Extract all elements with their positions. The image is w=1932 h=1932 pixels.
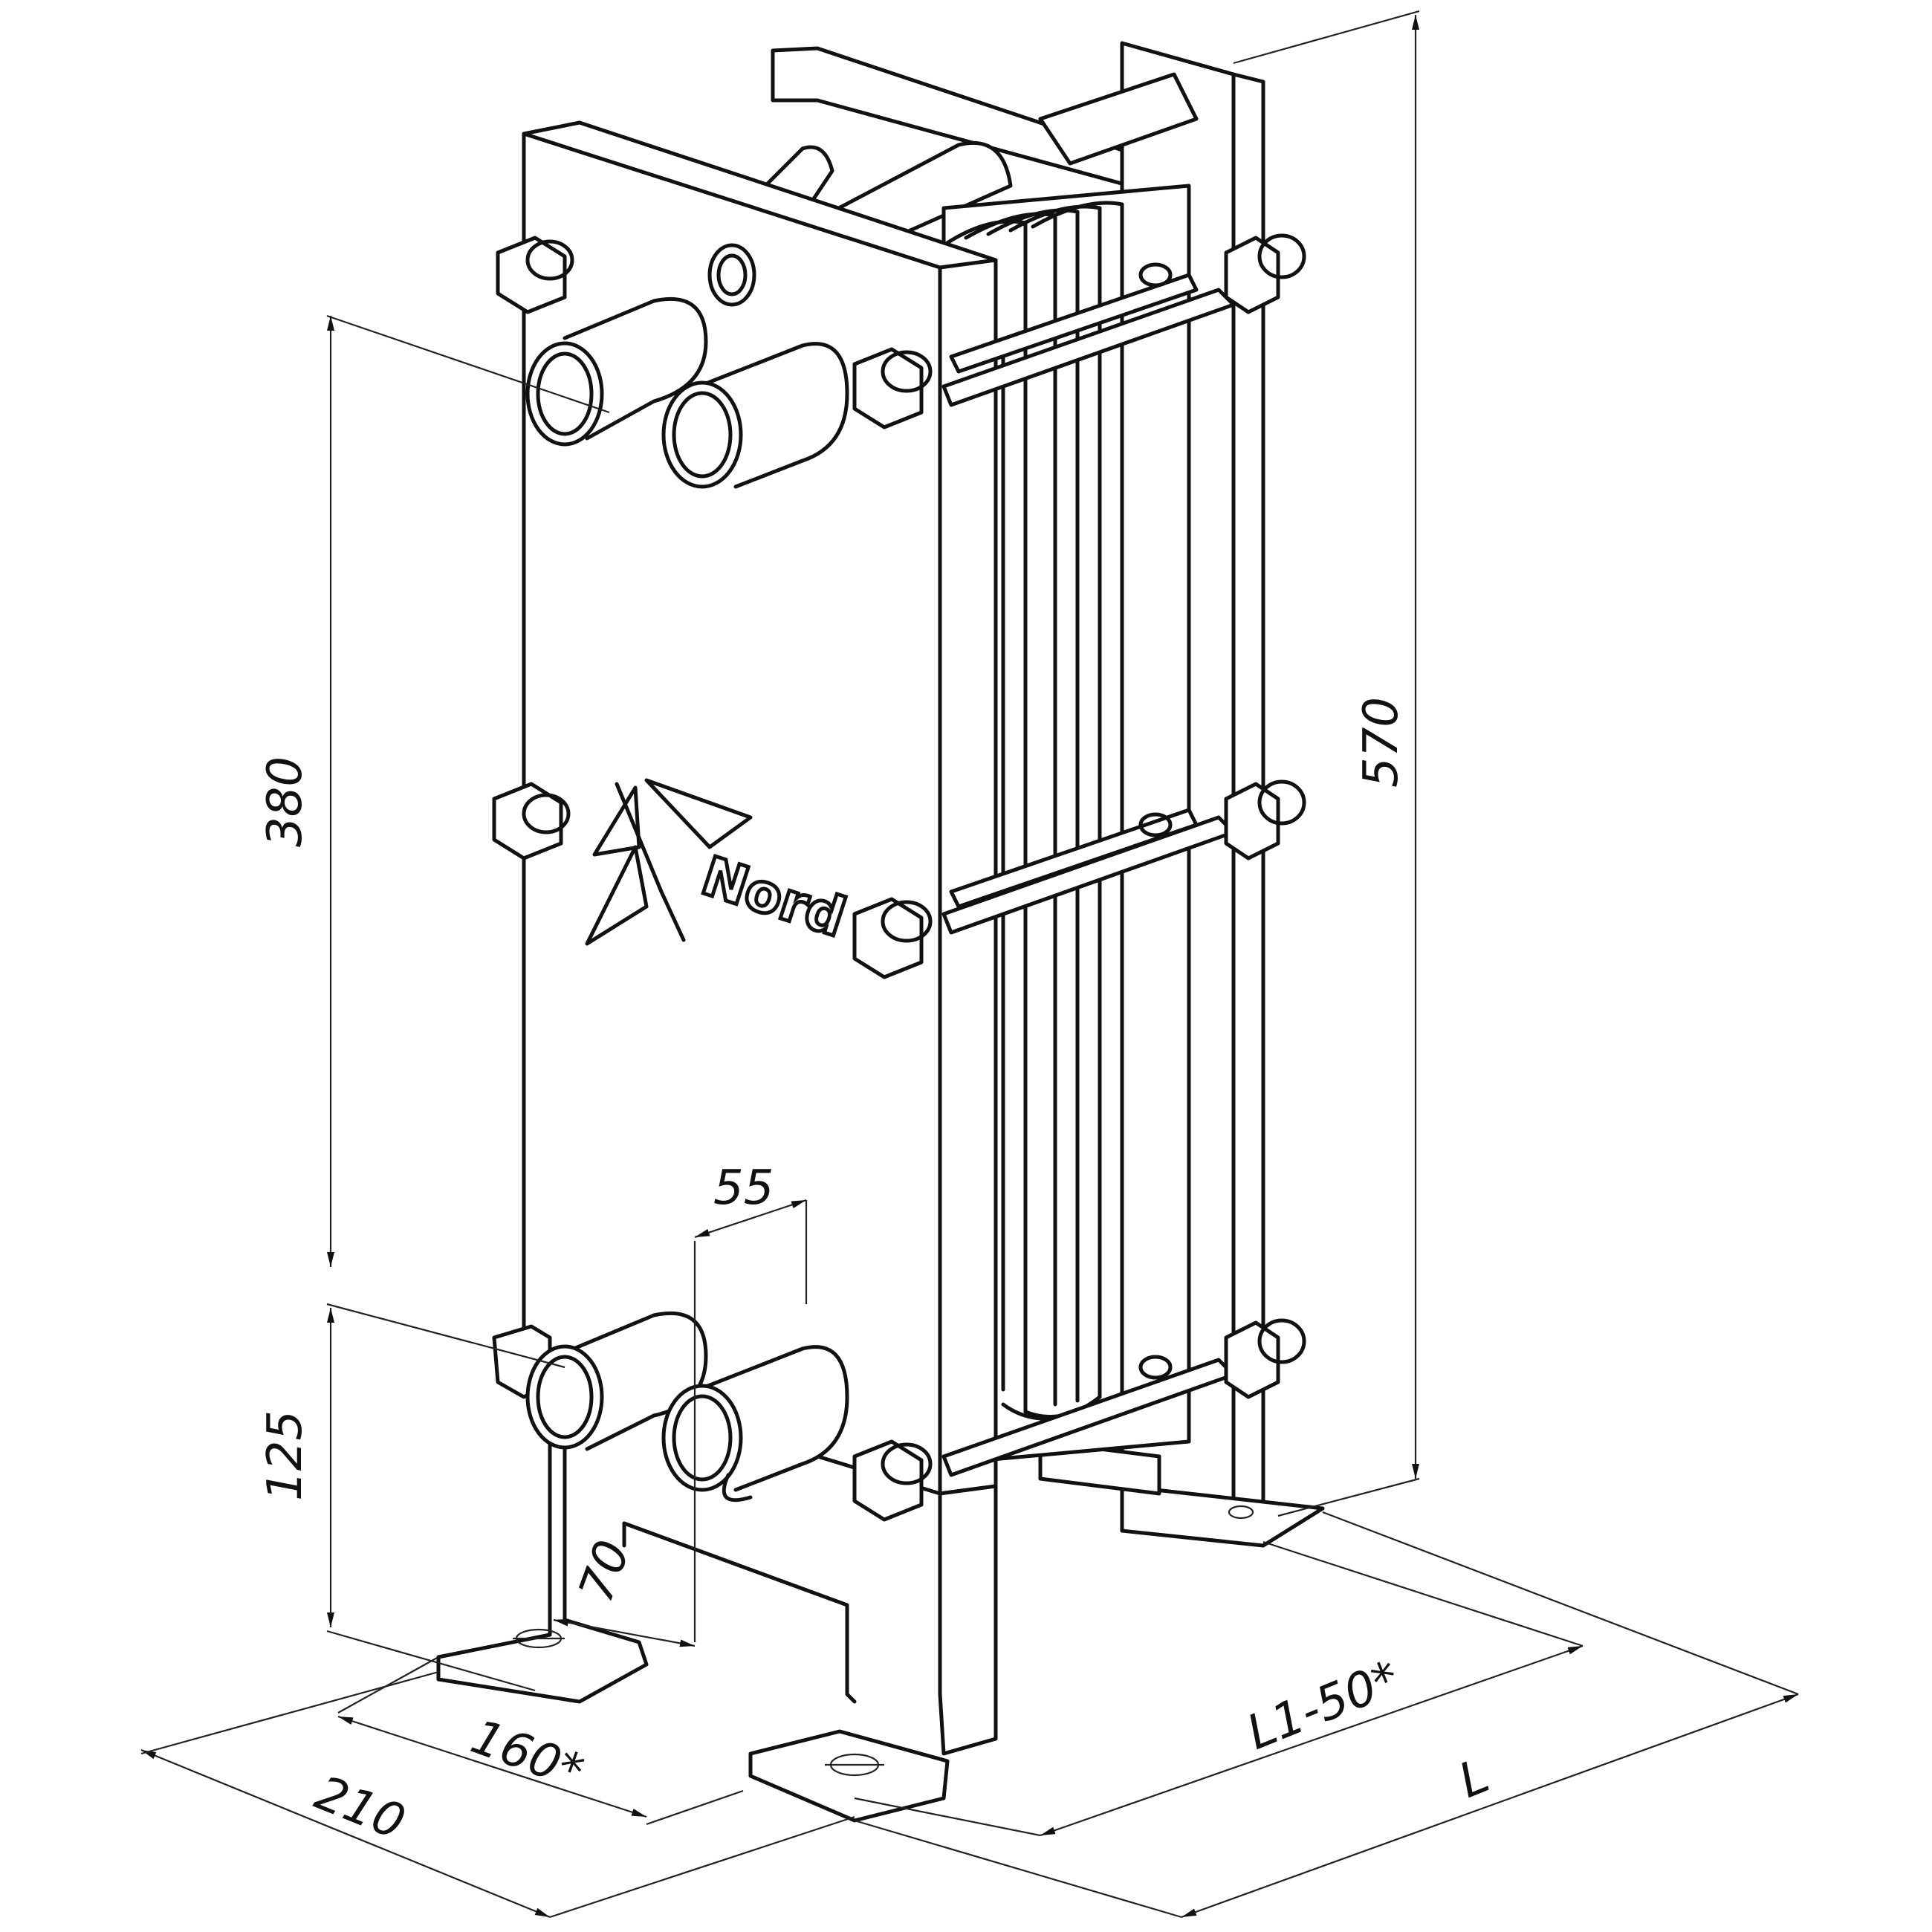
dim-70: 70 xyxy=(568,1534,641,1610)
dim-125: 125 xyxy=(258,1410,313,1501)
nut-low-far xyxy=(1224,1318,1306,1399)
bolt-mid-right xyxy=(852,897,933,979)
dim-570: 570 xyxy=(1354,697,1409,788)
bolt-mid-left xyxy=(492,782,571,860)
nozzle-top-left xyxy=(525,296,708,447)
port-top-small xyxy=(707,243,756,307)
nozzle-top-right xyxy=(661,342,849,489)
dim-55: 55 xyxy=(713,1161,774,1216)
bolt-low-right xyxy=(852,1439,933,1522)
dim-160: 160* xyxy=(464,1709,591,1800)
bolts xyxy=(492,233,1306,1522)
nut-mid-far xyxy=(1224,779,1306,860)
nozzle-bottom-left xyxy=(525,1311,708,1451)
dim-210: 210 xyxy=(308,1766,412,1850)
dim-l: L xyxy=(1451,1748,1497,1809)
nozzles xyxy=(525,243,849,1503)
dim-380: 380 xyxy=(258,756,313,847)
dim-l1-50: L1-50* xyxy=(1239,1650,1407,1760)
bolt-top-right xyxy=(852,347,933,429)
bolt-top-left xyxy=(496,236,574,314)
dimension-lines xyxy=(140,10,1799,1919)
nozzle-bottom-right xyxy=(661,1345,849,1503)
tie-rods xyxy=(941,273,1236,1477)
nut-top-far xyxy=(1224,233,1306,314)
